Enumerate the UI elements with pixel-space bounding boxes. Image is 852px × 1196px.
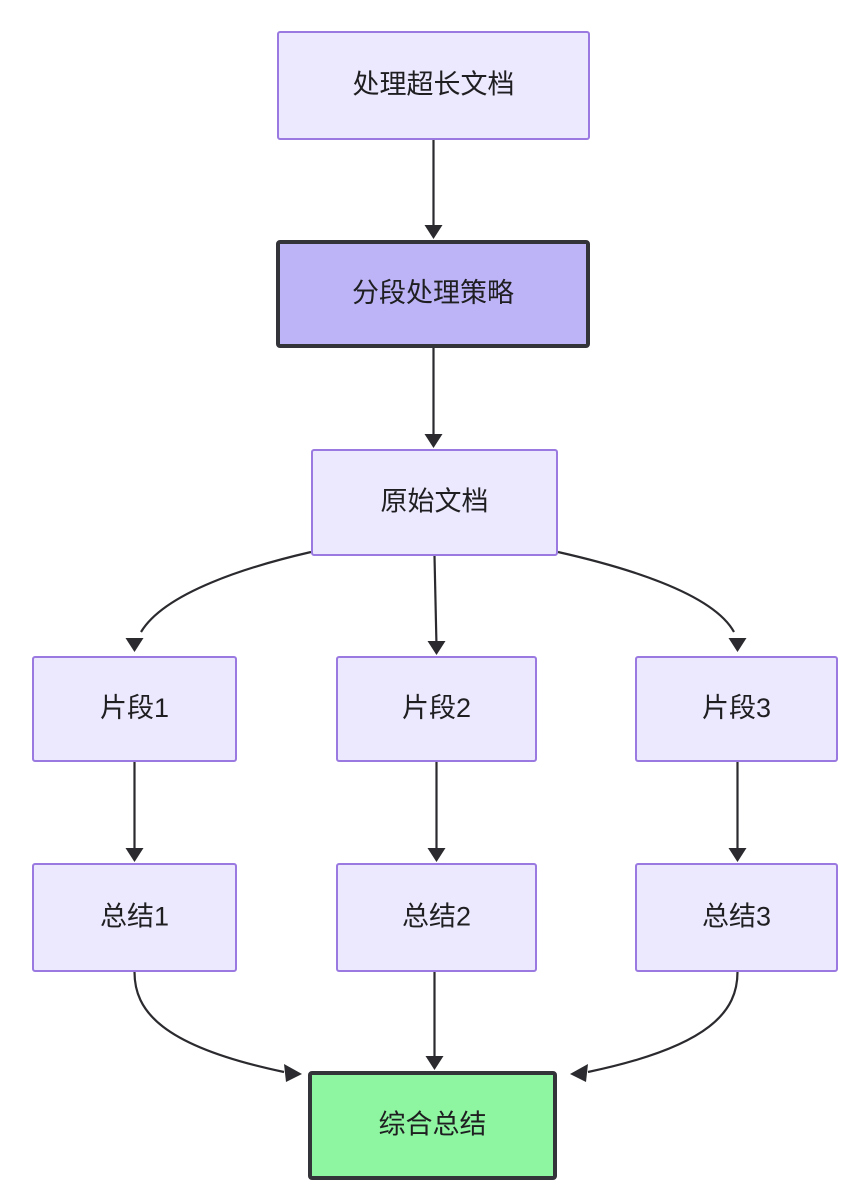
node-box[interactable]: [635, 656, 838, 762]
node-n2[interactable]: 分段处理策略: [276, 240, 590, 348]
arrowhead: [728, 848, 747, 862]
node-n4[interactable]: 片段1: [32, 656, 237, 762]
arrowhead: [424, 225, 443, 239]
edge-n7-to-n10: [133, 971, 302, 1082]
node-box[interactable]: [336, 656, 537, 762]
arrowhead: [284, 1064, 302, 1082]
node-n3[interactable]: 原始文档: [311, 449, 558, 556]
node-n5[interactable]: 片段2: [336, 656, 537, 762]
arrowhead: [125, 848, 144, 862]
node-n6[interactable]: 片段3: [635, 656, 838, 762]
node-box[interactable]: [32, 656, 237, 762]
edge-n5-to-n8: [427, 762, 446, 862]
edge-n3-to-n6: [557, 550, 747, 652]
edge-n6-to-n9: [728, 762, 747, 862]
node-n8[interactable]: 总结2: [336, 863, 537, 972]
arrowhead: [425, 1056, 444, 1070]
arrowhead: [427, 848, 446, 862]
edge-n3-to-n4: [125, 550, 312, 652]
arrowhead: [125, 638, 144, 652]
node-n9[interactable]: 总结3: [635, 863, 838, 972]
node-box[interactable]: [311, 449, 558, 556]
edge-n9-to-n10: [570, 971, 739, 1082]
node-n7[interactable]: 总结1: [32, 863, 237, 972]
edge-layer: [125, 140, 747, 1082]
node-box[interactable]: [308, 1071, 557, 1180]
node-box[interactable]: [635, 863, 838, 972]
edge-n1-to-n2: [424, 140, 443, 239]
edge-n8-to-n10: [425, 972, 444, 1070]
edge-n2-to-n3: [424, 348, 443, 448]
node-n10[interactable]: 综合总结: [308, 1071, 557, 1180]
arrowhead: [427, 641, 446, 655]
node-box[interactable]: [277, 31, 590, 140]
node-box[interactable]: [32, 863, 237, 972]
node-box[interactable]: [276, 240, 590, 348]
arrowhead: [570, 1064, 588, 1082]
arrowhead: [424, 434, 443, 448]
node-n1[interactable]: 处理超长文档: [277, 31, 590, 140]
node-box[interactable]: [336, 863, 537, 972]
edge-n4-to-n7: [125, 762, 144, 862]
arrowhead: [728, 638, 747, 652]
edge-n3-to-n5: [427, 555, 446, 655]
